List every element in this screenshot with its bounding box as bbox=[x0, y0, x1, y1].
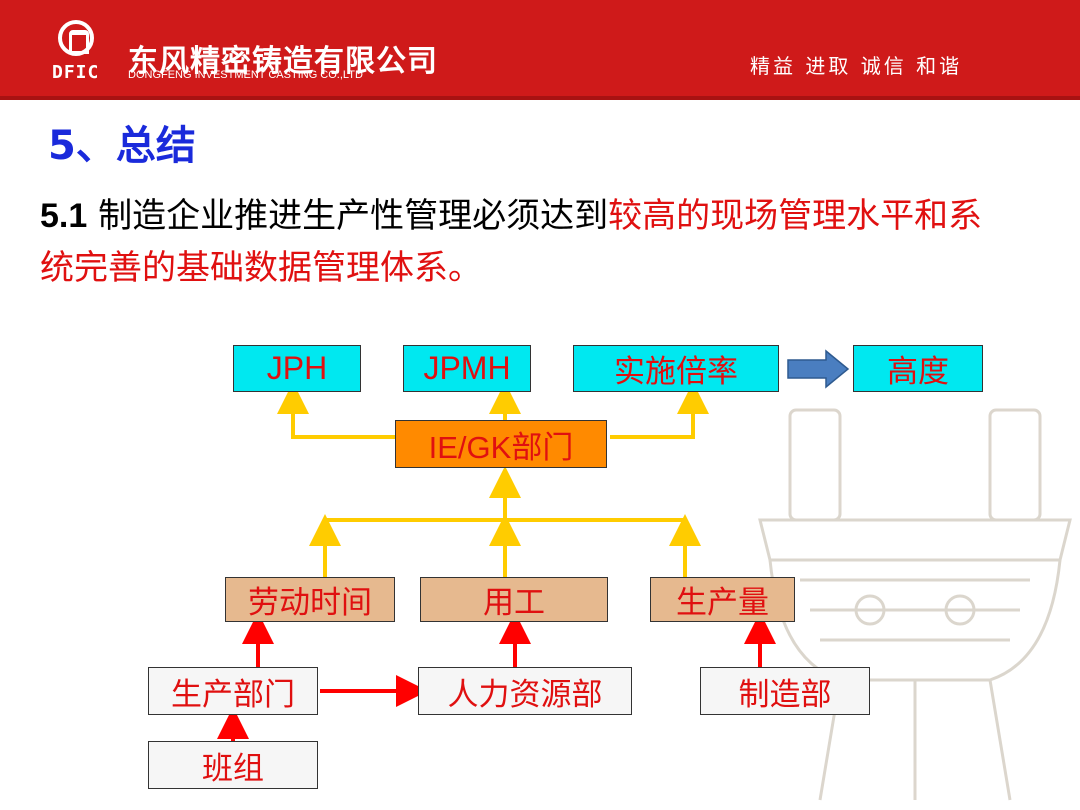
box-height-label: 高度 bbox=[887, 354, 949, 390]
point-number: 5.1 bbox=[40, 197, 88, 235]
section-title: 5、总结 bbox=[48, 123, 196, 169]
box-height: 高度 bbox=[853, 345, 983, 392]
box-jph-label: JPH bbox=[266, 350, 328, 386]
box-team-label: 班组 bbox=[202, 750, 264, 787]
box-team: 班组 bbox=[148, 741, 318, 789]
company-logo-icon bbox=[58, 20, 94, 56]
box-output-label: 生产量 bbox=[676, 585, 769, 621]
box-ie-gk-dept-label: IE/GK部门 bbox=[428, 429, 574, 465]
yellow-connector-left bbox=[277, 382, 395, 439]
company-motto: 精益 进取 诚信 和谐 bbox=[750, 54, 963, 78]
logo-abbr: DFIC bbox=[52, 62, 100, 83]
summary-text: 制造企业推进生产性管理必须达到 bbox=[87, 196, 609, 236]
box-rate: 实施倍率 bbox=[573, 345, 779, 392]
box-jph: JPH bbox=[233, 345, 361, 392]
box-labor-time-label: 劳动时间 bbox=[248, 585, 372, 621]
box-production-dept: 生产部门 bbox=[148, 667, 318, 715]
box-ie-gk-dept: IE/GK部门 bbox=[395, 420, 607, 468]
box-production-dept-label: 生产部门 bbox=[171, 676, 295, 713]
summary-highlight: 较高的现场管理水平和系统完善的基础数据管理体系。 bbox=[40, 196, 983, 288]
header-band: DFIC 东风精密铸造有限公司 DONGFENG INVESTMENT CAST… bbox=[0, 0, 1080, 100]
blue-arrow-icon bbox=[787, 349, 850, 389]
box-rate-label: 实施倍率 bbox=[614, 354, 738, 390]
box-manufacturing-dept: 制造部 bbox=[700, 667, 870, 715]
box-labor: 用工 bbox=[420, 577, 608, 622]
box-labor-time: 劳动时间 bbox=[225, 577, 395, 622]
company-name-cn: 东风精密铸造有限公司 bbox=[128, 44, 438, 79]
company-name-en: DONGFENG INVESTMENT CASTING CO.,LTD bbox=[128, 69, 363, 81]
box-manufacturing-dept-label: 制造部 bbox=[738, 676, 832, 713]
box-output: 生产量 bbox=[650, 577, 795, 622]
box-jpmh: JPMH bbox=[403, 345, 531, 392]
summary-paragraph: 5.1 制造企业推进生产性管理必须达到较高的现场管理水平和系统完善的基础数据管理… bbox=[40, 190, 1000, 294]
yellow-connector-right bbox=[610, 382, 709, 439]
box-labor-label: 用工 bbox=[483, 585, 545, 621]
box-jpmh-label: JPMH bbox=[423, 350, 511, 386]
box-hr-dept: 人力资源部 bbox=[418, 667, 632, 715]
box-hr-dept-label: 人力资源部 bbox=[447, 676, 603, 713]
